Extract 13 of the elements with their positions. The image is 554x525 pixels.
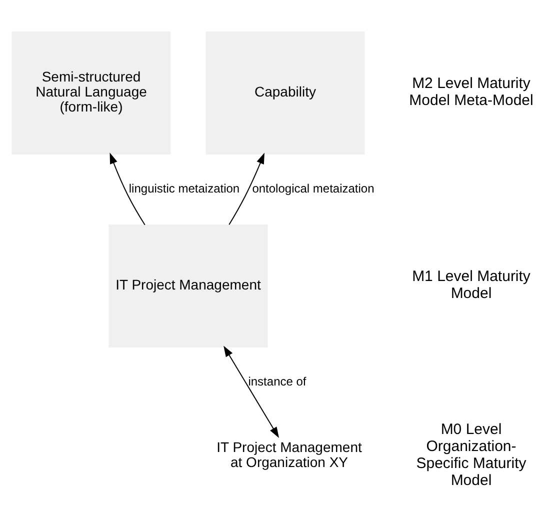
label: M0 Level Organization-Specific Maturity Model: [416, 420, 526, 488]
arrow: [228, 152, 264, 225]
label: M1 Level Maturity Model: [412, 268, 530, 302]
label: M2 Level Maturity Model Meta-Model: [409, 74, 534, 108]
node-box: Capability: [206, 31, 365, 154]
arrow: [110, 152, 146, 225]
node-box: Semi-structured Natural Language (form-like): [12, 31, 171, 154]
edge-label: linguistic metaization: [128, 181, 240, 196]
edge-label: ontological metaization: [252, 181, 374, 196]
node-text: IT Project Management at Organization XY: [216, 438, 362, 470]
edge-label: instance of: [248, 374, 306, 388]
arrow: [224, 345, 280, 438]
node-box: IT Project Management: [108, 224, 268, 347]
